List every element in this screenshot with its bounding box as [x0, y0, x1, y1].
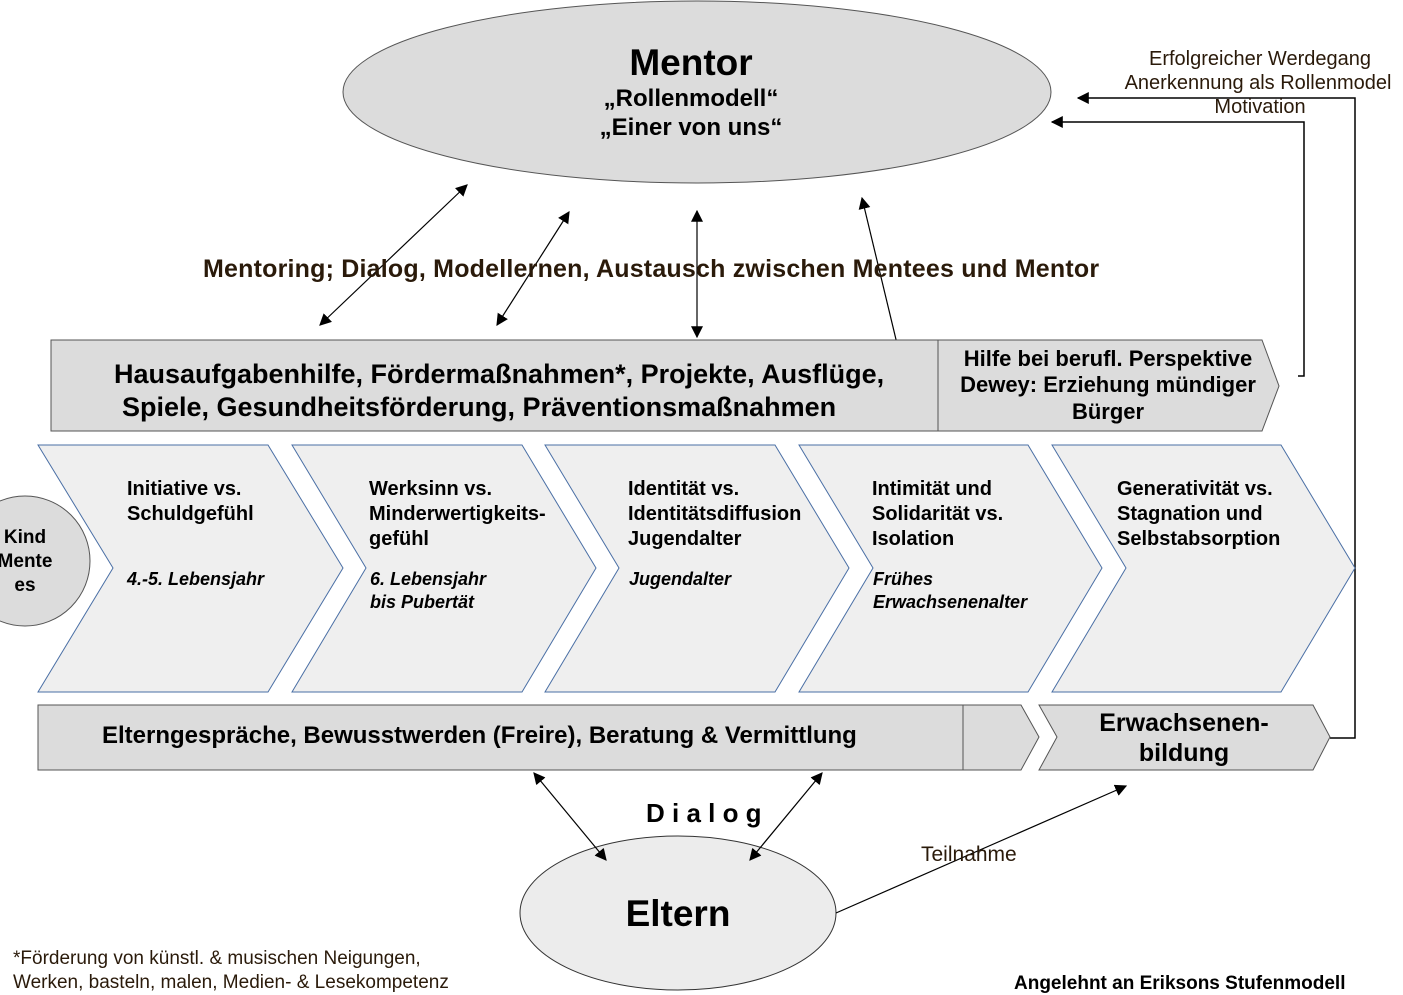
stage-4-line2: Solidarität vs.: [872, 503, 1004, 525]
stage-3-line3: Jugendalter: [628, 528, 742, 550]
stage-chevron-4: [798, 444, 1103, 693]
mentoring-arrow-2: [496, 210, 570, 327]
parents-bar: [37, 704, 964, 771]
stage-1-line2: Schuldgefühl: [127, 503, 254, 525]
mentor-ellipse: [342, 0, 1052, 184]
footnote-line2: Werken, basteln, malen, Medien- & Leseko…: [13, 972, 449, 993]
adult-education-line2: bildung: [1138, 739, 1230, 767]
stage-4-line3: Isolation: [872, 528, 955, 550]
adult-education-line1: Erwachsenen-: [1099, 709, 1269, 737]
stage-1-age: 4.-5. Lebensjahr: [127, 569, 265, 589]
child-label-line3: es: [14, 575, 36, 596]
parents-bar-label: Elterngespräche, Bewusstwerden (Freire),…: [102, 722, 857, 749]
stage-4-age-line2: Erwachsenenalter: [873, 592, 1028, 612]
dialog-arrows: [533, 772, 823, 861]
activities-line1: Hausaufgabenhilfe, Fördermaßnahmen*, Pro…: [114, 359, 885, 389]
stage-2-age-line1: 6. Lebensjahr: [370, 569, 487, 589]
dialog-arrow-right: [749, 772, 823, 861]
stage-chevron-5: [1051, 444, 1356, 693]
stage-3-age: Jugendalter: [629, 569, 732, 589]
feedback-line1: Erfolgreicher Werdegang: [1149, 48, 1371, 70]
career-arrow-shape: [937, 339, 1280, 432]
career-line1: Hilfe bei berufl. Perspektive: [963, 346, 1253, 371]
mentoring-arrow-1: [319, 184, 468, 326]
activities-line2: Spiele, Gesundheitsförderung, Prävention…: [122, 392, 837, 422]
mentor-role-line2: „Einer von uns“: [599, 114, 783, 141]
mentor-role-line1: „Rollenmodell“: [603, 85, 779, 112]
stage-chevrons: [37, 444, 1356, 693]
stage-2-age-line2: bis Pubertät: [370, 592, 475, 612]
source-label: Angelehnt an Eriksons Stufenmodell: [1014, 973, 1346, 994]
stage-1-line1: Initiative vs.: [127, 478, 242, 500]
participation-label: Teilnahme: [921, 843, 1017, 866]
stage-chevron-1: [37, 444, 344, 693]
feedback-line3: Motivation: [1214, 96, 1306, 118]
stage-2-line2: Minderwertigkeits-: [369, 503, 546, 525]
dialog-label: D i a l o g: [646, 798, 762, 828]
dialog-arrow-left: [533, 772, 607, 861]
mentoring-arrows: [319, 184, 903, 354]
feedback-line-inner: [1050, 116, 1305, 377]
stage-5-line3: Selbstabsorption: [1117, 528, 1281, 550]
career-line2: Dewey: Erziehung mündiger: [960, 372, 1256, 397]
stage-4-line1: Intimität und: [872, 478, 992, 500]
feedback-line-outer: [1076, 92, 1356, 739]
mentoring-arrow-4: [858, 196, 903, 354]
adult-education-shape: [1038, 704, 1331, 771]
stage-chevron-3: [544, 444, 850, 693]
feedback-loop: [1050, 92, 1356, 739]
mentoring-label: Mentoring; Dialog, Modellernen, Austausc…: [203, 255, 1100, 283]
child-label-line1: Kind: [3, 527, 47, 548]
parents-label: Eltern: [625, 893, 731, 934]
feedback-line2: Anerkennung als Rollenmodel: [1124, 72, 1392, 94]
stage-5-line2: Stagnation und: [1117, 503, 1263, 525]
child-label-line2: Mente: [0, 551, 53, 572]
stage-3-line2: Identitätsdiffusion: [628, 503, 802, 525]
parents-bar-arrow-tip: [962, 704, 1040, 771]
mentor-title: Mentor: [629, 42, 753, 83]
footnote-line1: *Förderung von künstl. & musischen Neigu…: [13, 948, 421, 969]
child-circle: [0, 495, 91, 627]
stage-2-line1: Werksinn vs.: [369, 478, 493, 500]
stage-5-line1: Generativität vs.: [1117, 478, 1273, 500]
stage-chevron-2: [291, 444, 597, 693]
stage-4-age-line1: Frühes: [873, 569, 934, 589]
participation-arrow: [835, 784, 1128, 914]
stage-3-line1: Identität vs.: [628, 478, 740, 500]
stage-2-line3: gefühl: [369, 528, 429, 550]
career-line3: Bürger: [1071, 399, 1145, 424]
